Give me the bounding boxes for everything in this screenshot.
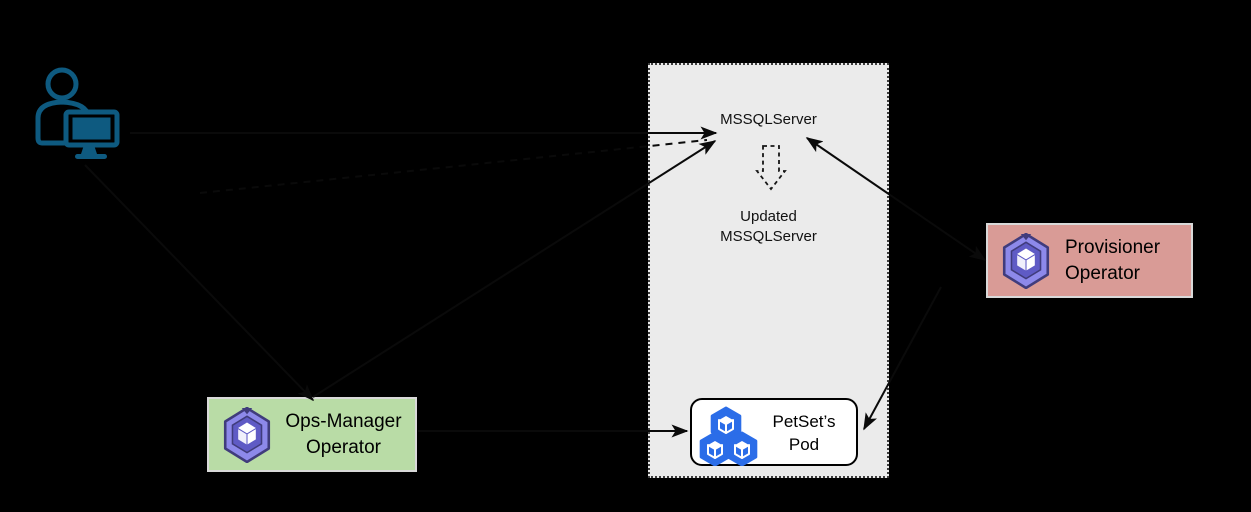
provisioner-operator-label: Provisioner Operator	[1051, 235, 1191, 287]
ops-manager-label-line1: Ops-Manager	[285, 410, 402, 432]
user-at-computer-icon	[35, 67, 120, 159]
edge-user-watch-dashed	[199, 139, 708, 194]
petset-pod-node: PetSet’s Pod	[690, 398, 858, 466]
updated-mssqlserver-label: Updated MSSQLServer	[648, 207, 889, 247]
petset-pod-label-line1: PetSet’s	[772, 412, 836, 431]
updated-label-line2: MSSQLServer	[720, 228, 817, 245]
operator-hexagon-icon	[1002, 232, 1050, 289]
ops-manager-operator-node: Ops-Manager Operator	[207, 397, 417, 472]
provisioner-operator-node: Provisioner Operator	[986, 223, 1193, 298]
operator-hexagon-icon	[223, 406, 271, 463]
updated-dashed-arrow-icon	[755, 145, 787, 191]
provisioner-label-line2: Operator	[1065, 262, 1140, 284]
ops-manager-operator-label: Ops-Manager Operator	[272, 409, 415, 461]
kubernetes-pods-icon	[699, 406, 758, 466]
ops-manager-label-line2: Operator	[306, 436, 381, 458]
edge-user-to-opsmanager	[84, 164, 315, 402]
updated-label-line1: Updated	[740, 208, 797, 225]
petset-pod-label: PetSet’s Pod	[756, 410, 852, 456]
provisioner-label-line1: Provisioner	[1065, 236, 1161, 258]
mssqlserver-label: MSSQLServer	[720, 111, 817, 128]
petset-pod-label-line2: Pod	[788, 435, 820, 454]
